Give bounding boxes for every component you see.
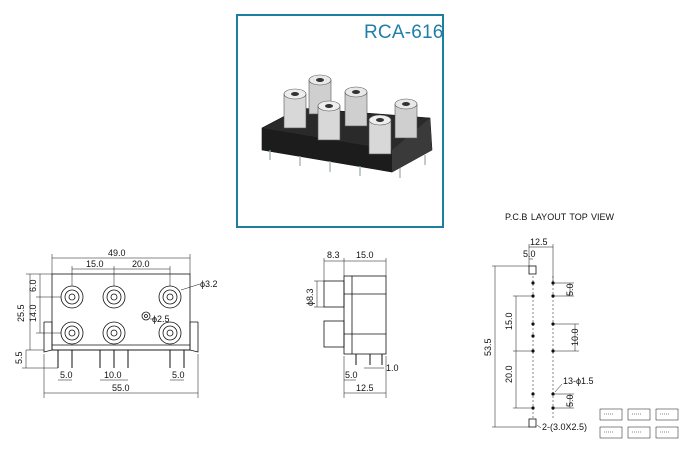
rca-jack-icon <box>308 74 332 115</box>
pcb-hole-callout: 13-ϕ1.5 <box>563 376 594 386</box>
front-view <box>22 254 201 398</box>
jack-circle <box>158 285 182 309</box>
dim-top-right: 15.0 <box>356 250 374 260</box>
dim-pin-right: 5.0 <box>172 370 185 380</box>
dim-overall-top: 49.0 <box>108 248 126 258</box>
dim-boss-dia: ϕ2.5 <box>152 314 170 324</box>
pcb-dim-lower-spacing: 5.0 <box>565 394 575 407</box>
dim-top-left: 8.3 <box>327 250 340 260</box>
jack-circle <box>102 285 126 309</box>
pcb-dim-upper-group: 15.0 <box>504 312 514 330</box>
jack-circle <box>60 321 84 345</box>
jack-circle <box>102 321 126 345</box>
dim-hole-dia: ϕ3.2 <box>200 279 218 289</box>
dim-overall-bottom: 55.0 <box>112 383 130 393</box>
dim-right-pitch: 20.0 <box>132 259 150 269</box>
pcb-slot-callout: 2-(3.0X2.5) <box>542 422 587 432</box>
rca-jack-icon <box>394 98 418 139</box>
front-view-dimensions: 49.0 15.0 20.0 ϕ3.2 ϕ2.5 25.5 6.0 14.0 5… <box>14 248 218 393</box>
jack-schematic-icon <box>627 408 651 439</box>
rca-jack-icon <box>283 88 307 129</box>
pcb-layout-dimensions: 12.5 5.0 5.0 15.0 10.0 53.5 20.0 5.0 13-… <box>483 237 594 432</box>
dim-bottom-left: 5.0 <box>345 370 358 380</box>
pcb-layout <box>492 244 579 429</box>
pcb-dim-lower-group: 20.0 <box>504 365 514 383</box>
side-view <box>314 258 387 398</box>
dim-row-pitch: 14.0 <box>28 304 38 322</box>
pcb-layout-heading: P.C.B LAYOUT TOP VIEW <box>505 212 615 222</box>
dim-pin-left: 5.0 <box>60 370 73 380</box>
schematic-icons <box>599 408 679 439</box>
dim-left-height: 25.5 <box>16 304 26 322</box>
dim-left-pitch: 15.0 <box>86 259 104 269</box>
product-title: RCA-616 <box>364 22 444 43</box>
jack-schematic-icon <box>599 408 623 439</box>
rca-jack-icon <box>344 86 368 127</box>
rca-jack-icon <box>368 114 392 155</box>
dim-pin-mid: 10.0 <box>104 370 122 380</box>
jack-circle <box>158 321 182 345</box>
rca-jack-icon <box>317 100 341 141</box>
pcb-dim-mid-spacing: 10.0 <box>570 328 580 346</box>
dim-jack-dia: ϕ8.3 <box>305 288 315 306</box>
jack-schematic-icon <box>655 408 679 439</box>
pcb-dim-upper-spacing: 5.0 <box>565 283 575 296</box>
dim-bottom-overall: 12.5 <box>356 383 374 393</box>
product-photo <box>261 74 433 178</box>
pcb-dim-width: 12.5 <box>530 237 548 247</box>
pcb-dim-offset: 5.0 <box>523 249 536 259</box>
dim-pin-length: 5.5 <box>14 351 24 364</box>
dim-top-offset: 6.0 <box>28 279 38 292</box>
pcb-dim-total: 53.5 <box>483 338 493 356</box>
dim-bottom-pin: 1.0 <box>386 363 399 373</box>
jack-circle <box>60 285 84 309</box>
side-view-dimensions: 8.3 15.0 ϕ8.3 5.0 1.0 12.5 <box>305 250 399 393</box>
